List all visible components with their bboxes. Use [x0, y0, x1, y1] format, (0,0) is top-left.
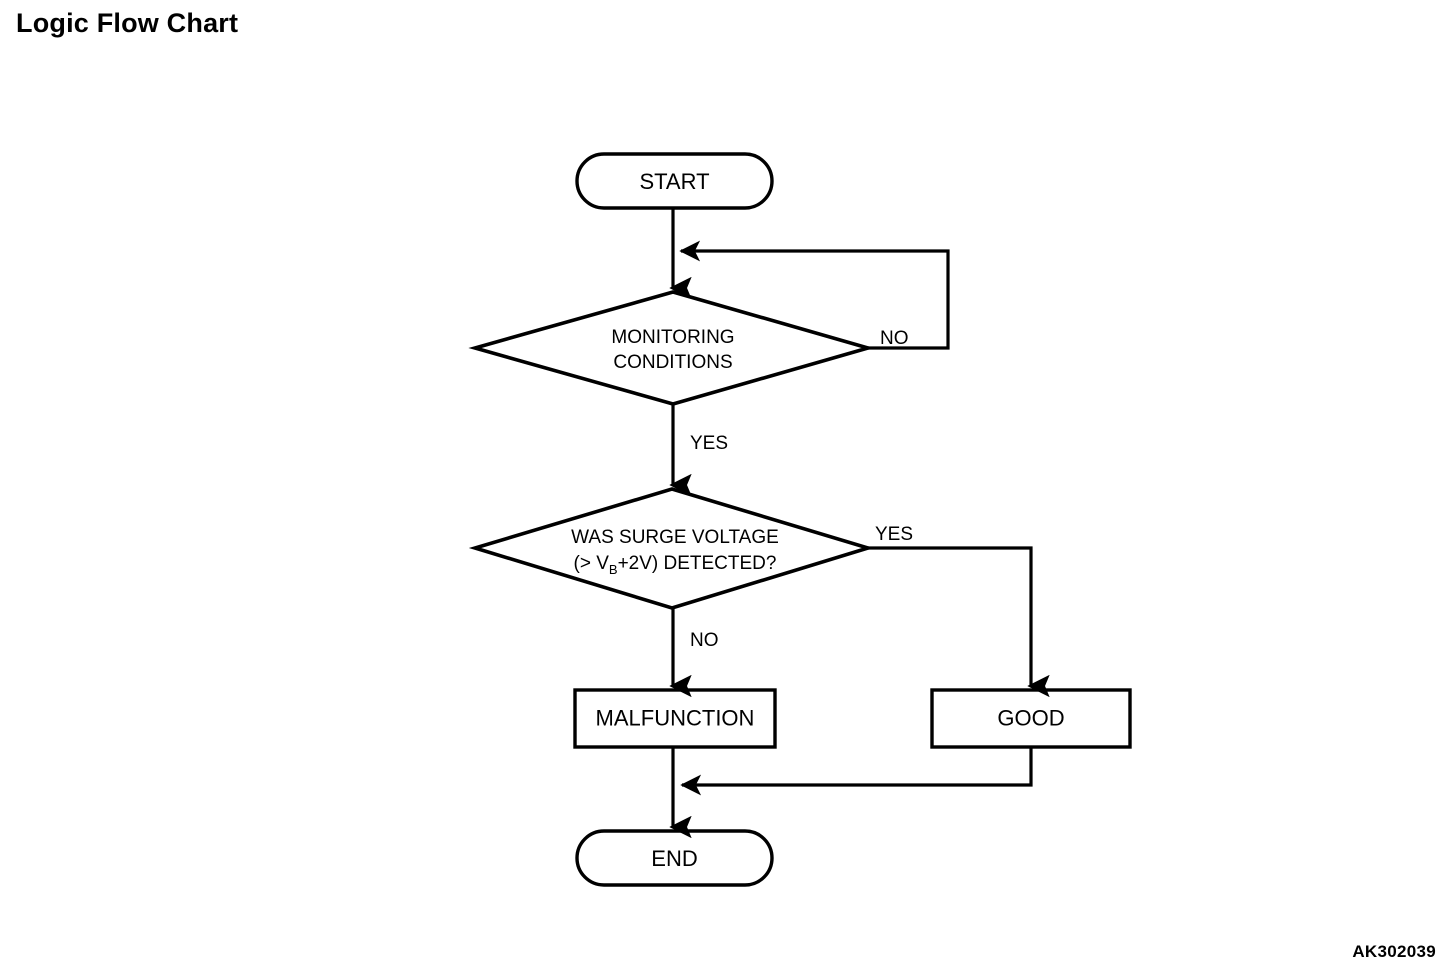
- branch-label-surge-no: NO: [690, 630, 719, 651]
- edge-monitoring-no-loopback: [679, 240, 950, 350]
- branch-label-monitoring-no: NO: [880, 328, 909, 349]
- start-label: START: [639, 169, 709, 194]
- node-monitoring-conditions: MONITORING CONDITIONS: [468, 290, 875, 406]
- node-end: END: [575, 829, 774, 887]
- edge-good-to-end: [680, 747, 1033, 796]
- good-shape: [930, 688, 1132, 749]
- surge-voltage-shape: [468, 487, 875, 610]
- surge-voltage-label-line1: WAS SURGE VOLTAGE: [571, 527, 779, 548]
- surge-voltage-label-subscript: B: [609, 562, 618, 577]
- monitoring-conditions-label-line1: MONITORING: [611, 327, 734, 348]
- page-title: Logic Flow Chart: [16, 8, 239, 38]
- surge-voltage-label-pre: (> V: [574, 553, 610, 574]
- figure-code: AK302039: [1352, 942, 1436, 961]
- branch-label-monitoring-yes: YES: [690, 433, 728, 454]
- malfunction-label: MALFUNCTION: [596, 705, 755, 730]
- end-label: END: [651, 846, 697, 871]
- surge-voltage-label-post: +2V) DETECTED?: [618, 553, 777, 574]
- node-start: START: [575, 152, 774, 210]
- node-good: GOOD: [930, 688, 1132, 749]
- node-malfunction: MALFUNCTION: [573, 688, 777, 749]
- edge-surge-yes-to-good: [868, 546, 1050, 698]
- good-label: GOOD: [997, 705, 1064, 730]
- monitoring-conditions-label-line2: CONDITIONS: [613, 352, 732, 373]
- surge-voltage-label-line2: (> VB+2V) DETECTED?: [574, 553, 777, 577]
- branch-label-surge-yes: YES: [875, 524, 913, 545]
- monitoring-conditions-shape: [468, 290, 875, 406]
- node-surge-voltage: WAS SURGE VOLTAGE (> VB+2V) DETECTED?: [468, 487, 875, 610]
